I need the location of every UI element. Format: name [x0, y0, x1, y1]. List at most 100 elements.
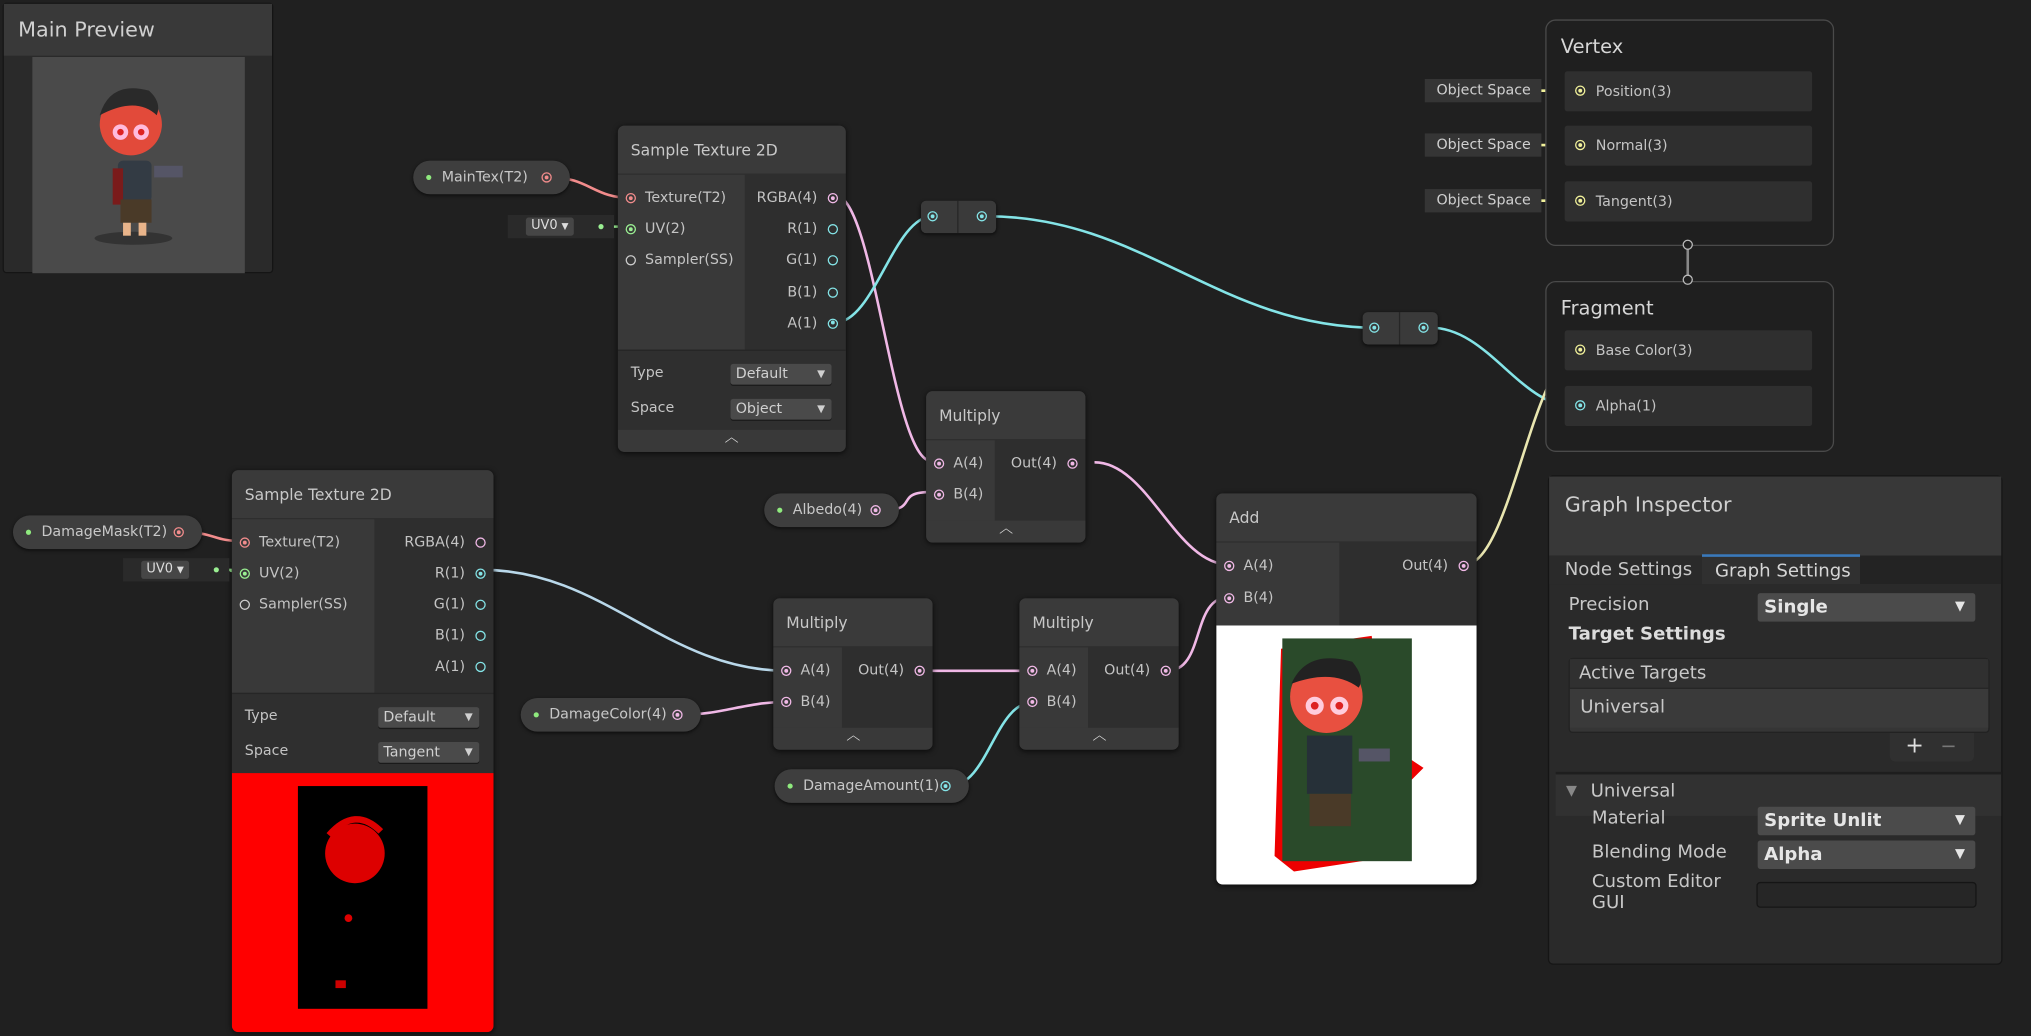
port[interactable] — [1575, 85, 1586, 96]
port-vector4-icon[interactable] — [1067, 458, 1078, 469]
blending-mode-dropdown[interactable]: Alpha▼ — [1757, 840, 1976, 869]
port-vector4-icon[interactable] — [827, 192, 839, 204]
port-float-icon[interactable] — [827, 318, 839, 329]
redirect-input-port[interactable] — [927, 211, 938, 222]
port-vector4-icon[interactable] — [870, 505, 881, 516]
vertex-block[interactable]: Vertex Position(3) Normal(3) Tangent(3) — [1545, 19, 1835, 247]
port-vector4-icon[interactable] — [1027, 665, 1038, 676]
port-texture-icon[interactable] — [541, 172, 552, 183]
fragment-slot-alpha[interactable]: Alpha(1) — [1564, 385, 1813, 427]
output-port[interactable]: Out(4) — [948, 453, 1078, 474]
port-vector4-icon[interactable] — [1160, 665, 1171, 676]
port-float-icon[interactable] — [827, 286, 839, 298]
port-float-icon[interactable] — [940, 780, 951, 792]
main-preview-panel[interactable]: Main Preview — [2, 2, 274, 274]
custom-editor-gui-field[interactable] — [1756, 881, 1977, 908]
object-space-default[interactable]: Object Space — [1424, 189, 1542, 213]
graph-inspector[interactable]: Graph Inspector Node Settings Graph Sett… — [1547, 475, 2003, 965]
tab-graph-settings[interactable]: Graph Settings — [1701, 554, 1861, 585]
output-port[interactable]: R(1) — [356, 563, 486, 584]
property-node-damagecolor[interactable]: DamageColor(4) — [520, 698, 701, 732]
port-sampler-icon[interactable] — [239, 599, 250, 610]
uv-dropdown[interactable]: UV0▼ — [141, 560, 190, 579]
port-float-icon[interactable] — [475, 661, 486, 673]
port-texture-icon[interactable] — [173, 527, 184, 538]
collapse-button[interactable]: ⌵ — [617, 429, 846, 452]
output-port[interactable]: R(1) — [709, 219, 839, 240]
port-vector4-icon[interactable] — [475, 537, 486, 548]
wire-multiply-add-a[interactable] — [1094, 461, 1230, 566]
port-vector4-icon[interactable] — [781, 696, 792, 708]
output-port[interactable]: Out(4) — [1041, 660, 1171, 681]
wire-rgba-multiply-a[interactable] — [835, 194, 932, 463]
object-space-default[interactable]: Object Space — [1424, 78, 1542, 103]
tab-node-settings[interactable]: Node Settings — [1549, 555, 1702, 585]
main-preview-viewport[interactable] — [32, 56, 245, 274]
fragment-block[interactable]: Fragment Base Color(3) Alpha(1) — [1545, 281, 1835, 452]
port-texture-icon[interactable] — [239, 537, 250, 548]
port[interactable] — [1575, 344, 1586, 355]
uv-channel-input[interactable]: UV0▼ — [123, 558, 230, 582]
space-dropdown[interactable]: Tangent▼ — [378, 742, 480, 763]
output-port[interactable]: G(1) — [356, 594, 486, 615]
output-port[interactable]: A(1) — [709, 313, 839, 334]
property-node-damagemask[interactable]: DamageMask(T2) — [12, 515, 203, 550]
port-vector4-icon[interactable] — [672, 709, 683, 721]
redirect-output-port[interactable] — [976, 211, 988, 222]
output-port[interactable]: A(1) — [356, 657, 486, 678]
redirect-input-port[interactable] — [1369, 322, 1380, 333]
collapse-button[interactable]: ⌵ — [1019, 727, 1179, 750]
fragment-slot-base-color[interactable]: Base Color(3) — [1564, 330, 1813, 371]
property-node-albedo[interactable]: Albedo(4) — [764, 493, 899, 528]
property-node-maintex[interactable]: MainTex(T2) — [413, 160, 570, 195]
active-target-item[interactable]: Universal — [1569, 688, 1989, 728]
port-vector4-icon[interactable] — [1224, 560, 1235, 572]
uv-dropdown[interactable]: UV0▼ — [525, 217, 574, 236]
wire-redirect-redirect[interactable] — [987, 214, 1376, 329]
vertex-slot-normal[interactable]: Normal(3) — [1564, 125, 1813, 166]
port-float-icon[interactable] — [827, 224, 839, 235]
output-port[interactable]: RGBA(4) — [709, 188, 839, 209]
port-texture-icon[interactable] — [625, 192, 636, 204]
port-vector4-icon[interactable] — [933, 458, 945, 469]
output-port[interactable]: B(1) — [356, 625, 486, 646]
port-vector4-icon[interactable] — [1027, 696, 1038, 708]
redirect-output-port[interactable] — [1418, 322, 1429, 333]
output-port[interactable]: RGBA(4) — [356, 532, 486, 553]
add-target-button[interactable]: + — [1905, 732, 1924, 759]
remove-target-button[interactable]: − — [1940, 734, 1957, 758]
vertex-slot-tangent[interactable]: Tangent(3) — [1564, 181, 1813, 222]
port-vector4-icon[interactable] — [1458, 560, 1469, 572]
port-vector4-icon[interactable] — [933, 489, 945, 500]
wire-r-multiply-a[interactable] — [481, 568, 788, 673]
type-dropdown[interactable]: Default▼ — [730, 363, 832, 385]
port-vector4-icon[interactable] — [914, 665, 925, 676]
port-float-icon[interactable] — [475, 630, 486, 642]
port[interactable] — [1575, 400, 1586, 411]
port[interactable] — [1575, 139, 1586, 151]
port-vector4-icon[interactable] — [1224, 593, 1235, 604]
object-space-default[interactable]: Object Space — [1424, 133, 1542, 157]
redirect-node[interactable] — [920, 200, 997, 234]
collapse-button[interactable]: ⌵ — [773, 727, 933, 750]
output-port[interactable]: G(1) — [709, 250, 839, 271]
precision-dropdown[interactable]: Single▼ — [1757, 593, 1976, 622]
wire-alpha-redirect[interactable] — [835, 214, 933, 324]
output-port[interactable]: Out(4) — [1339, 556, 1469, 577]
active-targets-list[interactable]: Active Targets Universal — [1568, 657, 1990, 733]
port[interactable] — [1575, 195, 1586, 206]
port-float-icon[interactable] — [475, 599, 486, 610]
collapse-button[interactable]: ⌵ — [926, 520, 1086, 543]
output-port[interactable]: B(1) — [709, 282, 839, 303]
type-dropdown[interactable]: Default▼ — [378, 707, 480, 728]
property-node-damageamount[interactable]: DamageAmount(1) — [774, 769, 969, 803]
port-sampler-icon[interactable] — [625, 255, 636, 266]
port-vector4-icon[interactable] — [781, 665, 792, 676]
